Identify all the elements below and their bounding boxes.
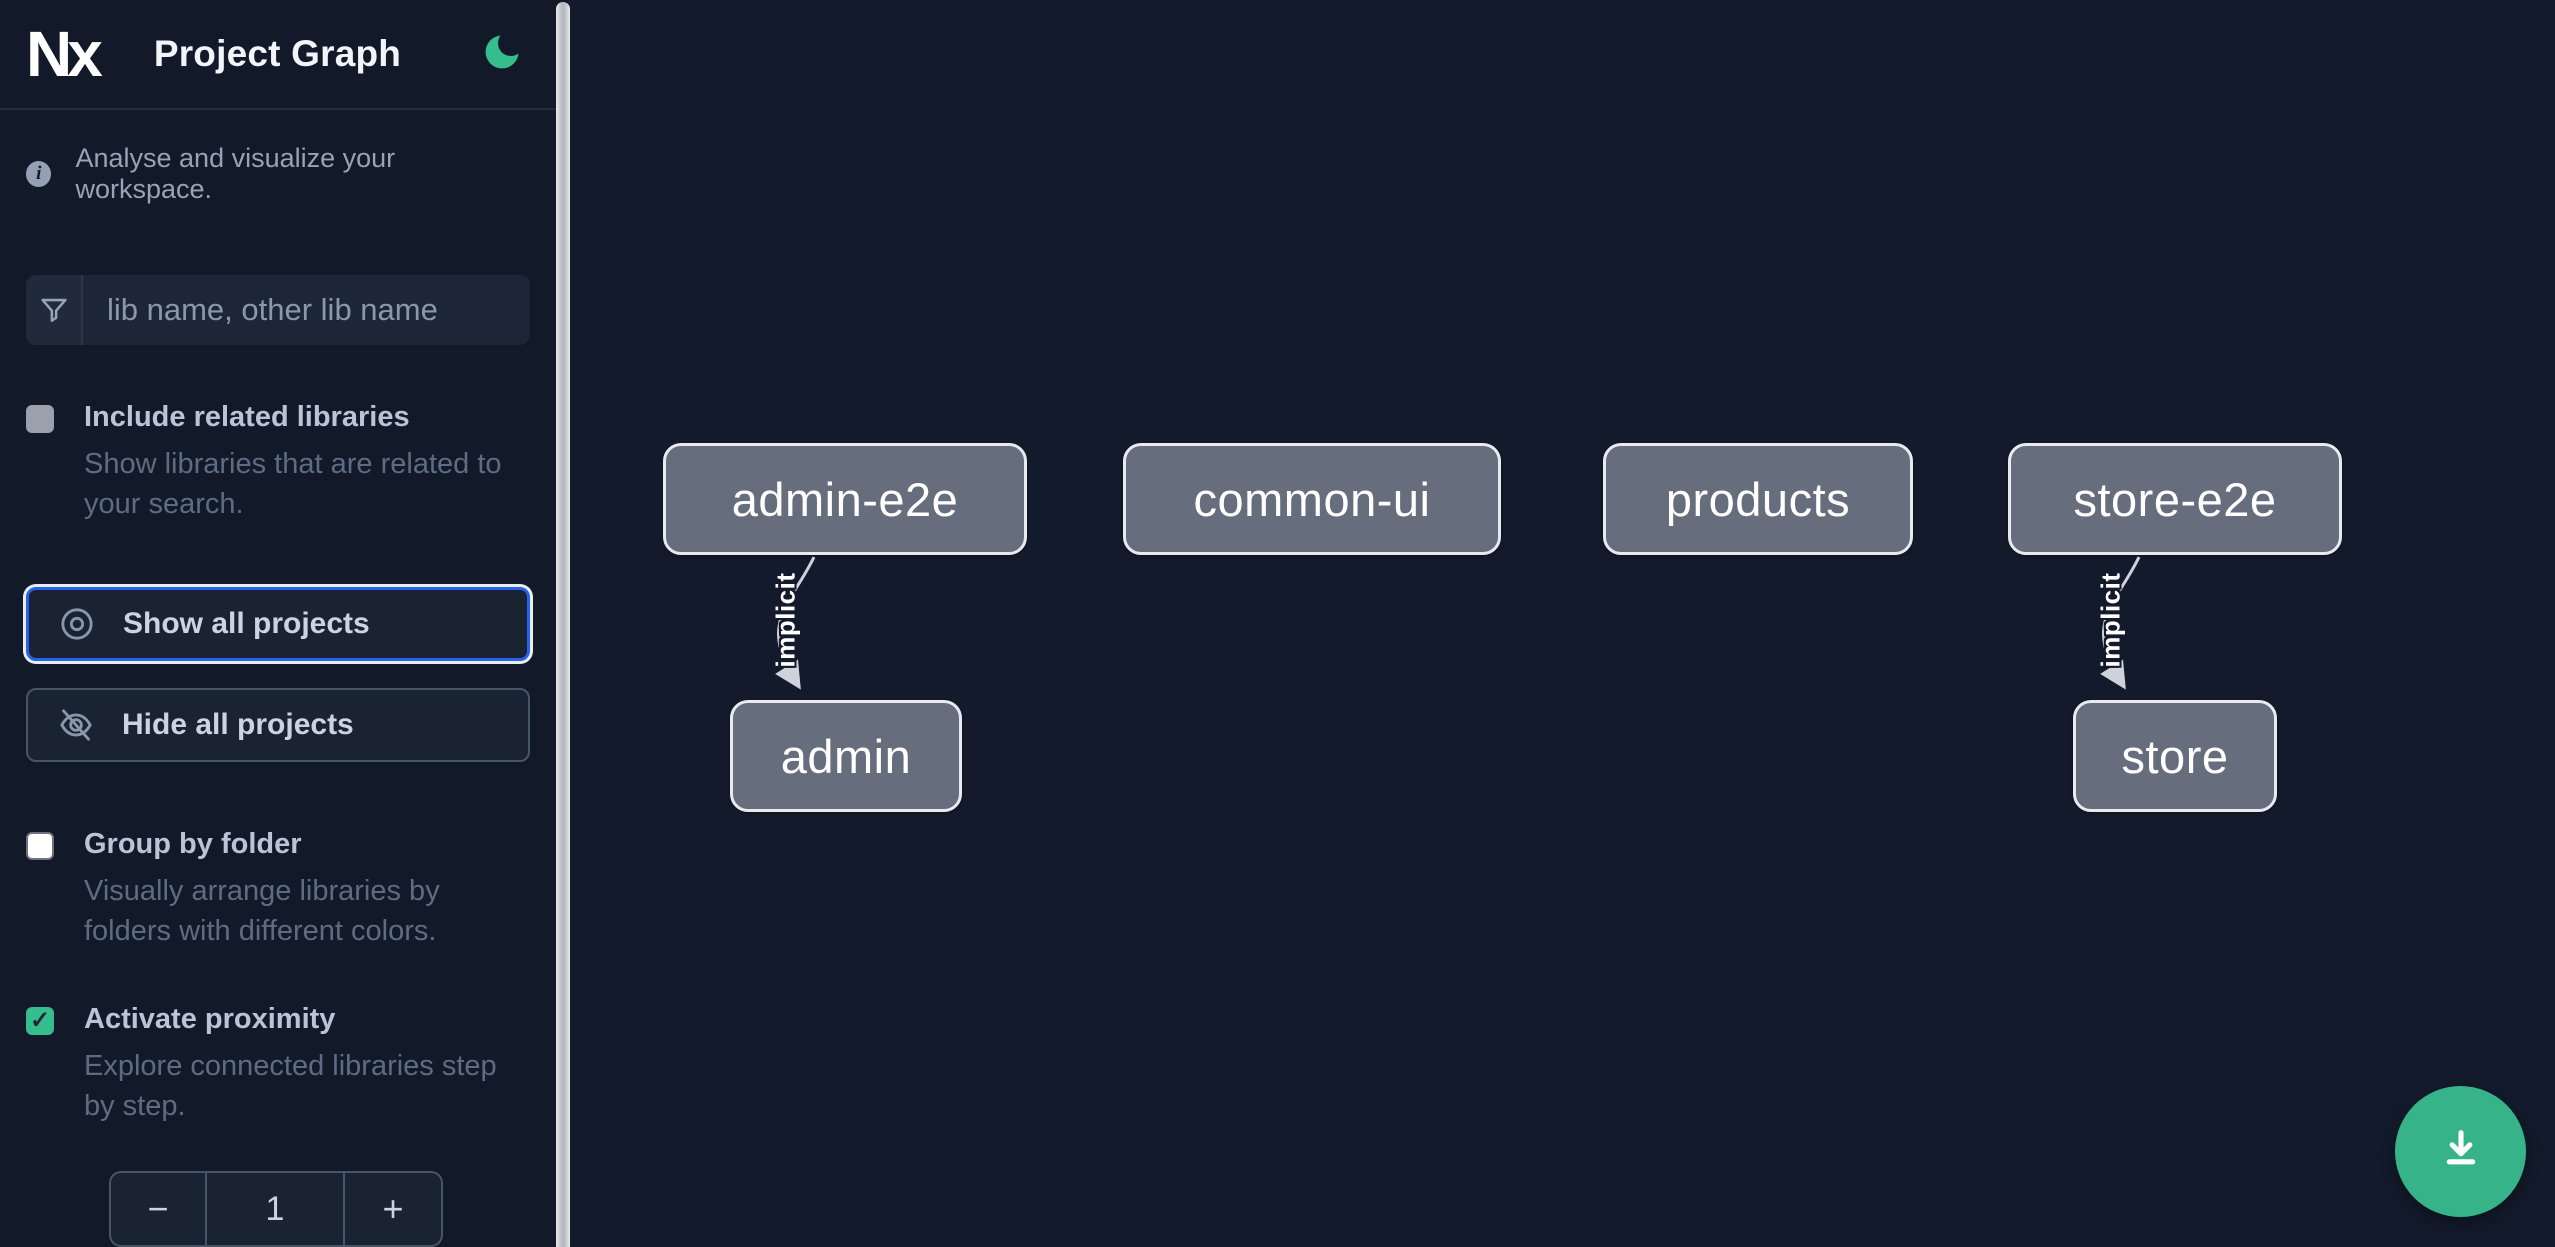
- filter-funnel-icon: [26, 275, 83, 345]
- graph-canvas[interactable]: [570, 0, 2555, 1247]
- eye-icon: [57, 604, 97, 644]
- include-related-description: Show libraries that are related to your …: [84, 448, 502, 520]
- eye-off-icon: [56, 705, 96, 745]
- graph-node-admin[interactable]: admin: [730, 700, 962, 812]
- page-title: Project Graph: [153, 33, 402, 74]
- group-by-folder-label[interactable]: Group by folder: [84, 828, 302, 860]
- show-all-projects-button[interactable]: Show all projects: [26, 587, 530, 661]
- stepper-decrement-button[interactable]: −: [111, 1173, 207, 1245]
- activate-proximity-label[interactable]: Activate proximity: [84, 1003, 336, 1035]
- info-row: i Analyse and visualize your workspace.: [26, 143, 530, 205]
- graph-node-store-e2e[interactable]: store-e2e: [2008, 443, 2342, 555]
- download-graph-button[interactable]: [2395, 1086, 2526, 1217]
- info-text: Analyse and visualize your workspace.: [75, 143, 396, 204]
- check-icon: ✓: [29, 1007, 51, 1034]
- search-input[interactable]: [83, 275, 530, 345]
- option-include-related-libraries: Include related libraries Show libraries…: [26, 401, 530, 524]
- option-activate-proximity: ✓ Activate proximity Explore connected l…: [26, 1003, 530, 1126]
- group-by-folder-checkbox[interactable]: [26, 832, 54, 860]
- graph-node-store[interactable]: store: [2073, 700, 2277, 812]
- info-icon: i: [26, 161, 52, 187]
- graph-node-common-ui[interactable]: common-ui: [1123, 443, 1501, 555]
- group-by-folder-description: Visually arrange libraries by folders wi…: [84, 875, 440, 947]
- nx-logo-text: Nx: [26, 18, 103, 90]
- include-related-checkbox[interactable]: [26, 405, 54, 433]
- stepper-increment-button[interactable]: +: [343, 1173, 441, 1245]
- graph-node-products[interactable]: products: [1603, 443, 1913, 555]
- show-all-projects-label: Show all projects: [123, 607, 370, 640]
- option-group-by-folder: Group by folder Visually arrange librari…: [26, 828, 530, 951]
- activate-proximity-checkbox[interactable]: ✓: [26, 1007, 54, 1035]
- hide-all-projects-label: Hide all projects: [122, 708, 354, 741]
- sidebar: Nx Project Graph i Analyse and visualize…: [0, 0, 556, 1247]
- hide-all-projects-button[interactable]: Hide all projects: [26, 688, 530, 762]
- sidebar-content: i Analyse and visualize your workspace. …: [0, 110, 556, 1247]
- nx-logo: Nx: [26, 17, 103, 91]
- sidebar-header: Nx Project Graph: [0, 0, 556, 110]
- include-related-label[interactable]: Include related libraries: [84, 401, 410, 433]
- moon-icon: [480, 30, 524, 79]
- activate-proximity-description: Explore connected libraries step by step…: [84, 1050, 497, 1122]
- stepper-value: 1: [265, 1189, 285, 1228]
- proximity-depth-stepper: − 1 +: [109, 1171, 443, 1247]
- download-icon: [2433, 1121, 2489, 1182]
- theme-toggle-button[interactable]: [474, 26, 530, 82]
- graph-node-admin-e2e[interactable]: admin-e2e: [663, 443, 1027, 555]
- sidebar-resize-handle[interactable]: [556, 2, 570, 1247]
- search-box: [26, 275, 530, 345]
